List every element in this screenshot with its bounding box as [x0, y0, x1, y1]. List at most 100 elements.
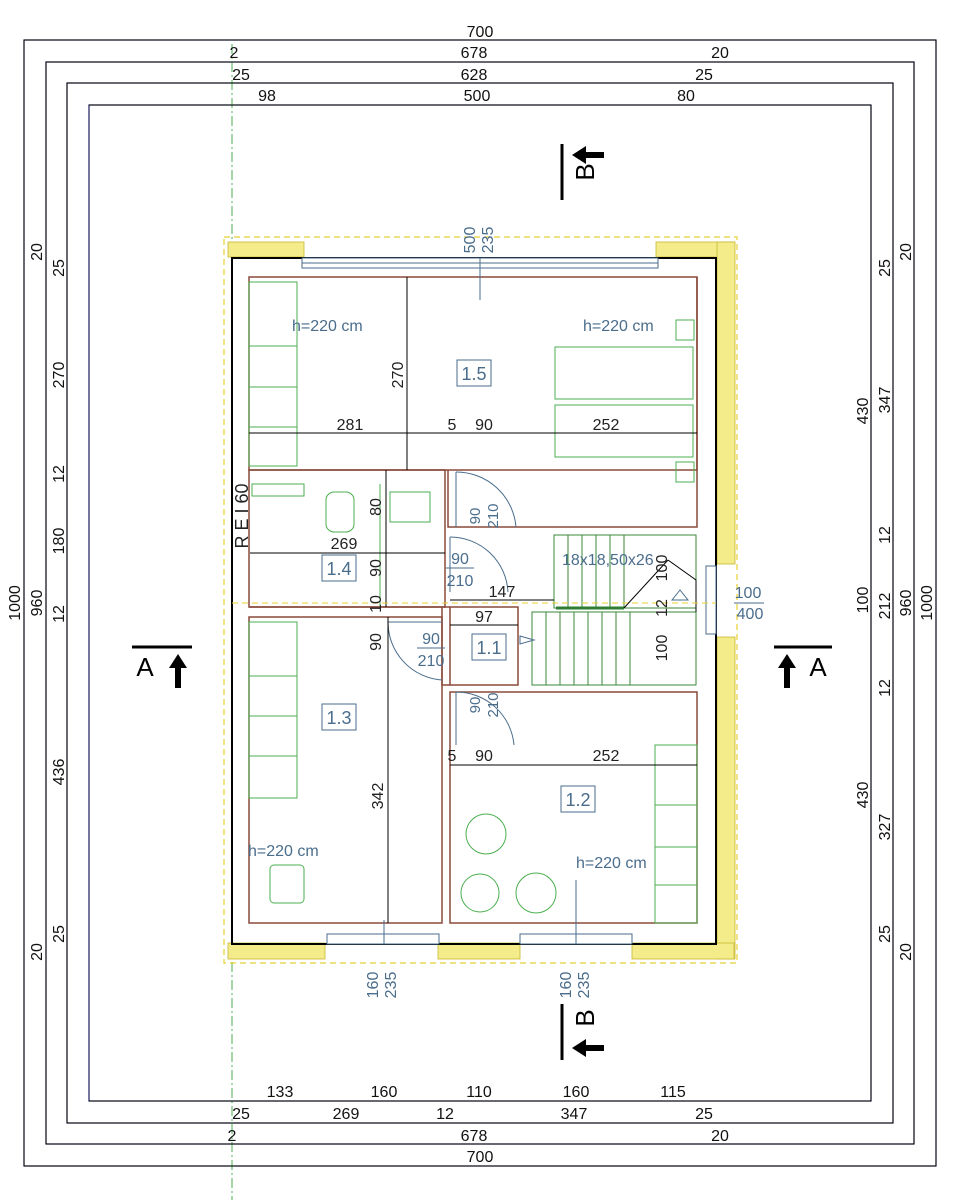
dim-bot-160a: 160	[371, 1084, 398, 1101]
stairs-label: 18x18,50x26	[562, 552, 654, 569]
section-a-right: A	[774, 645, 832, 688]
dim-right-212: 212	[877, 593, 894, 620]
dim-right-347: 347	[877, 387, 894, 414]
dim-left-25a: 25	[51, 259, 68, 277]
door1-h: 210	[485, 503, 502, 528]
dim-left-20a: 20	[29, 243, 46, 261]
dim-right-25a: 25	[877, 259, 894, 277]
labels: 500 235 160 235 160 235 100 400 1.5 1.4 …	[232, 227, 764, 999]
dim-281: 281	[337, 417, 364, 434]
dim-bot-total: 700	[467, 1149, 494, 1166]
dim-right-12b: 12	[877, 679, 894, 697]
dim-80: 80	[368, 498, 385, 516]
window-br-w: 160	[558, 972, 575, 999]
dim-bot-115: 115	[660, 1084, 686, 1101]
dim-right-430b: 430	[855, 782, 872, 809]
dim-top-628: 628	[461, 67, 488, 84]
height-1-3: h=220 cm	[248, 843, 319, 860]
door3-w: 90	[422, 631, 440, 648]
dim-right-12a: 12	[877, 526, 894, 544]
section-b-top: B	[560, 144, 604, 200]
section-a-left: A	[132, 645, 192, 688]
door3-h: 210	[418, 653, 445, 670]
section-b-bottom: B	[560, 1004, 604, 1060]
dim-bot-160b: 160	[563, 1084, 590, 1101]
window-br-h: 235	[576, 972, 593, 999]
dim-left-25b: 25	[51, 925, 68, 943]
stairs	[519, 534, 697, 686]
arrow-left-icon	[572, 1039, 604, 1057]
dim-left-436: 436	[51, 759, 68, 786]
dim-stair-12: 12	[654, 599, 671, 617]
dim-bot-269: 269	[333, 1106, 360, 1123]
window-bl-h: 235	[383, 972, 400, 999]
dim-90c: 90	[368, 633, 385, 651]
dim-right-20a: 20	[898, 243, 915, 261]
dim-right-total: 1000	[919, 585, 936, 621]
dim-147: 147	[489, 584, 516, 601]
dim-top-500: 500	[464, 88, 491, 105]
dim-90b: 90	[475, 748, 493, 765]
dim-252a: 252	[593, 417, 620, 434]
dim-10: 10	[368, 595, 385, 613]
room-1-5: 1.5	[461, 364, 486, 384]
dim-bot-20: 20	[711, 1128, 729, 1145]
dim-top-2: 2	[230, 45, 239, 62]
dim-bot-133: 133	[267, 1084, 294, 1101]
dim-97: 97	[475, 609, 493, 626]
dim-top-80: 80	[677, 88, 695, 105]
window-right-h: 400	[737, 606, 764, 623]
dim-5b: 5	[448, 748, 457, 765]
dim-left-960: 960	[29, 590, 46, 617]
dim-bot-110: 110	[466, 1084, 492, 1101]
right-dimensions: 1000 960 20 20 25 347 12 212 12 327 25 4…	[855, 40, 937, 1166]
bottom-dimensions: 133 160 110 160 115 25 269 12 347 25 2 6…	[24, 1084, 936, 1167]
dim-left-270: 270	[51, 362, 68, 389]
dim-252b: 252	[593, 748, 620, 765]
room-1-4: 1.4	[326, 559, 351, 579]
dim-left-12a: 12	[51, 465, 68, 483]
door4-h: 210	[485, 692, 502, 717]
arrow-up-icon	[778, 654, 796, 688]
dim-left-20b: 20	[29, 943, 46, 961]
height-1-2: h=220 cm	[576, 855, 647, 872]
dim-90a: 90	[475, 417, 493, 434]
dim-right-25b: 25	[877, 925, 894, 943]
height-1-5-right: h=220 cm	[583, 318, 654, 335]
dim-bot-347: 347	[561, 1106, 588, 1123]
section-b-bottom-label: B	[570, 1009, 600, 1026]
dim-top-20: 20	[711, 45, 729, 62]
window-top-h: 235	[480, 227, 497, 254]
section-a-left-label: A	[136, 652, 154, 682]
dim-342: 342	[370, 783, 387, 810]
door1-w: 90	[467, 508, 484, 525]
dim-5a: 5	[448, 417, 457, 434]
height-1-5-left: h=220 cm	[292, 318, 363, 335]
room-1-3: 1.3	[326, 708, 351, 728]
dim-269: 269	[331, 536, 358, 553]
dim-top-total: 700	[467, 24, 494, 41]
dim-90v: 90	[368, 559, 385, 577]
dim-top-678: 678	[461, 45, 488, 62]
dim-bot-678: 678	[461, 1128, 488, 1145]
dim-right-20b: 20	[898, 943, 915, 961]
building	[223, 236, 738, 964]
dim-right-327: 327	[877, 814, 894, 841]
dim-right-960: 960	[898, 590, 915, 617]
dim-bot-25a: 25	[232, 1106, 250, 1123]
door4-w: 90	[467, 697, 484, 714]
door2-h: 210	[447, 573, 474, 590]
top-dimensions: 700 2 678 20 25 628 25 98 500 80	[24, 24, 936, 106]
room-1-2: 1.2	[565, 790, 590, 810]
door2-w: 90	[451, 551, 469, 568]
window-right-w: 100	[735, 585, 762, 602]
left-dimensions: 1000 960 20 20 25 270 12 180 12 436 25	[7, 40, 68, 1166]
window-top-w: 500	[462, 227, 479, 254]
dim-bot-25b: 25	[695, 1106, 713, 1123]
dim-270: 270	[390, 362, 407, 389]
section-a-right-label: A	[809, 652, 827, 682]
dim-right-100: 100	[855, 587, 872, 614]
dim-top-98: 98	[258, 88, 276, 105]
dim-bot-12: 12	[436, 1106, 454, 1123]
